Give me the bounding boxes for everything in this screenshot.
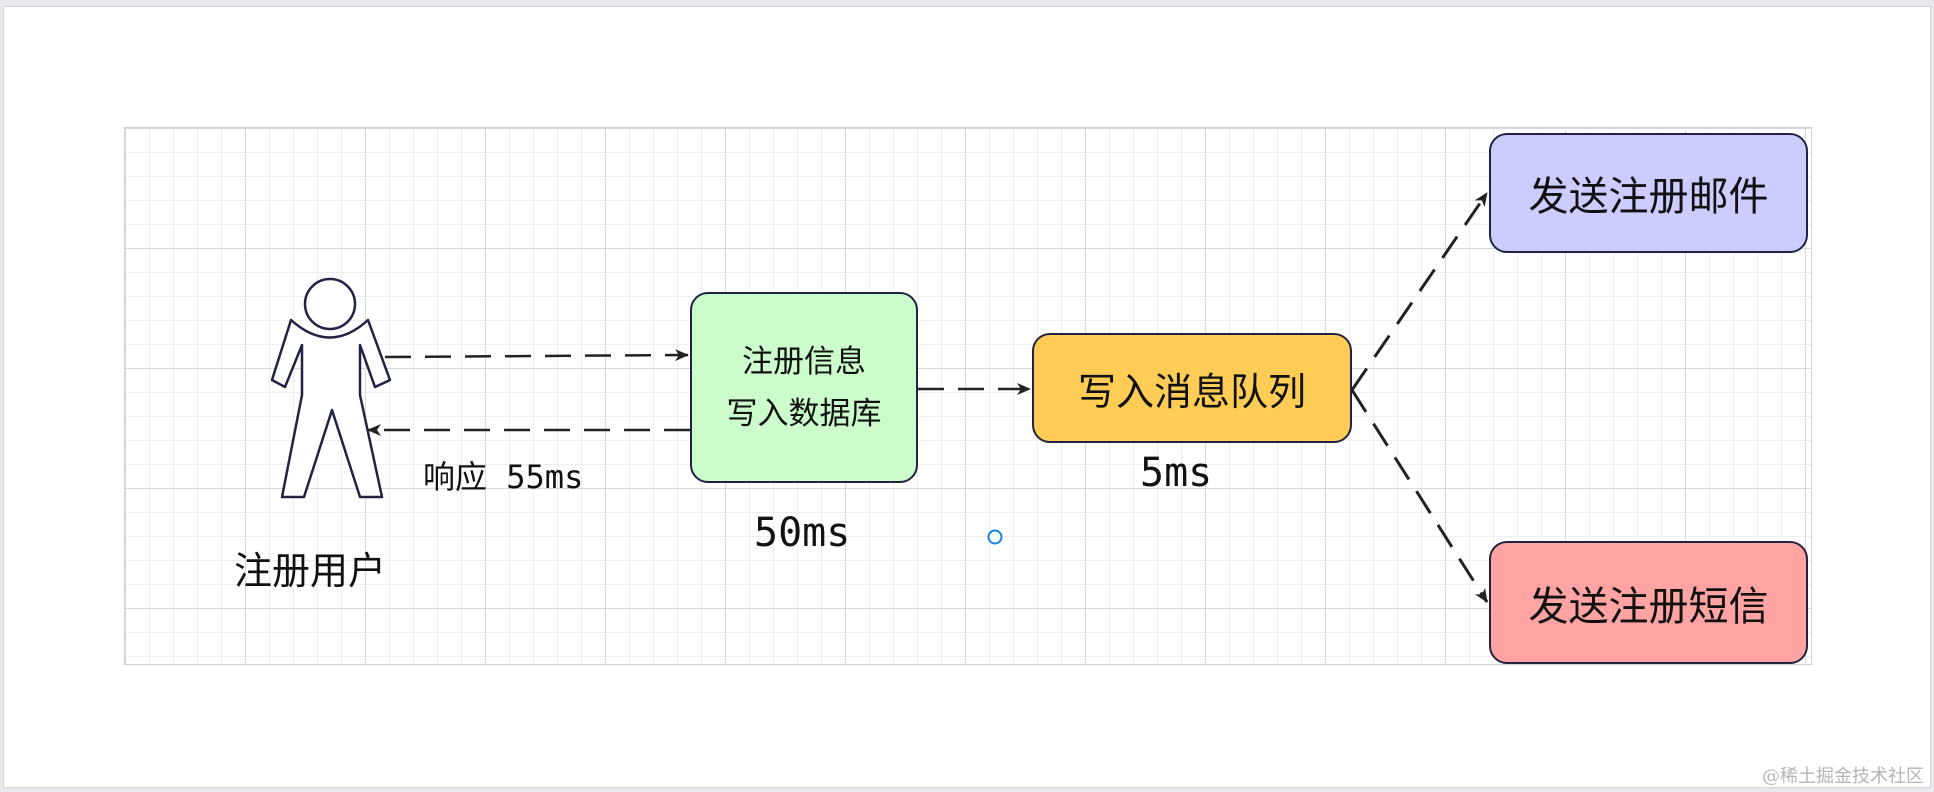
node-email-label: 发送注册邮件 — [1528, 174, 1769, 220]
mq-time-label: 5ms — [1140, 450, 1213, 496]
db-time-label: 50ms — [754, 510, 851, 556]
node-send-sms[interactable]: 发送注册短信 — [1489, 541, 1808, 664]
edge-mq-to-email[interactable] — [1350, 192, 1489, 391]
watermark: @稀土掘金技术社区 — [1762, 766, 1924, 787]
connection-handle[interactable] — [987, 529, 1003, 545]
actor-label: 注册用户 — [234, 549, 387, 593]
node-db-line2: 写入数据库 — [726, 395, 882, 432]
node-send-email[interactable]: 发送注册邮件 — [1489, 133, 1808, 253]
node-write-message-queue[interactable]: 写入消息队列 — [1032, 333, 1352, 443]
node-sms-label: 发送注册短信 — [1528, 583, 1769, 630]
node-mq-label: 写入消息队列 — [1077, 369, 1306, 414]
stick-figure-icon[interactable] — [270, 277, 392, 499]
edge-mq-to-sms[interactable] — [1350, 389, 1489, 603]
node-write-database[interactable]: 注册信息 写入数据库 — [690, 292, 918, 483]
edge-user-to-db[interactable] — [384, 349, 689, 362]
node-db-line1: 注册信息 — [742, 343, 866, 380]
response-time-label: 响应 55ms — [423, 458, 584, 496]
